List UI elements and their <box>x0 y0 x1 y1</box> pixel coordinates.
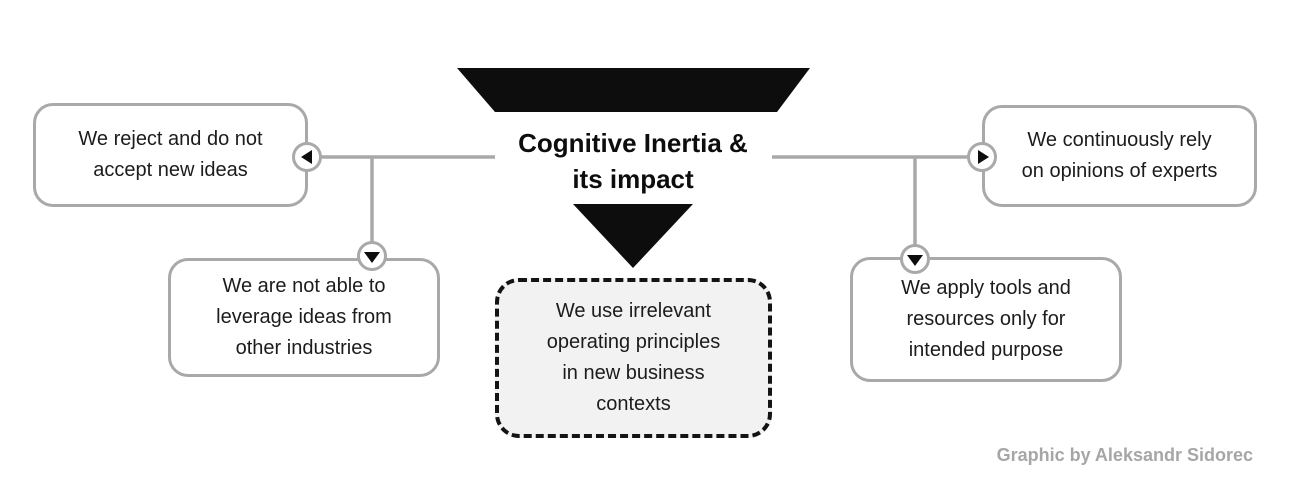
node-text-line: accept new ideas <box>93 159 248 181</box>
node-rely-experts: We continuously rely on opinions of expe… <box>982 105 1257 207</box>
arrow-down-right-marker <box>900 244 930 274</box>
title-line-1: Cognitive Inertia & <box>518 128 748 158</box>
node-text-line: We apply tools and <box>901 277 1071 299</box>
diagram-title: Cognitive Inertia & its impact <box>458 125 808 197</box>
node-text-line: intended purpose <box>908 339 1064 361</box>
node-irrelevant-principles: We use irrelevant operating principles i… <box>495 278 772 438</box>
node-text-line: contexts <box>596 393 671 415</box>
triangle-left-icon <box>300 150 312 164</box>
triangle-down-icon <box>364 252 380 263</box>
node-text-line: resources only for <box>906 308 1066 330</box>
attribution-credit: Graphic by Aleksandr Sidorec <box>996 445 1253 465</box>
triangle-right-icon <box>977 150 989 164</box>
node-text-line: operating principles <box>546 331 721 353</box>
node-text-line: We use irrelevant <box>555 300 712 322</box>
node-apply-tools: We apply tools and resources only for in… <box>850 257 1122 382</box>
node-text-line: on opinions of experts <box>1021 160 1218 182</box>
node-text-line: leverage ideas from <box>216 306 392 328</box>
node-text-line: in new business <box>562 362 705 384</box>
node-leverage-ideas: We are not able to leverage ideas from o… <box>168 258 440 377</box>
arrow-right-marker <box>967 142 997 172</box>
big-down-arrow-icon <box>573 204 693 268</box>
title-line-2: its impact <box>572 164 694 194</box>
node-reject-ideas: We reject and do not accept new ideas <box>33 103 308 207</box>
node-text-line: other industries <box>235 337 373 359</box>
funnel-trapezoid-icon <box>457 68 810 112</box>
arrow-down-left-marker <box>357 241 387 271</box>
node-text-line: We reject and do not <box>78 128 263 150</box>
arrow-left-marker <box>292 142 322 172</box>
node-text-line: We continuously rely <box>1027 129 1212 151</box>
node-text-line: We are not able to <box>222 275 386 297</box>
triangle-down-icon <box>907 255 923 266</box>
